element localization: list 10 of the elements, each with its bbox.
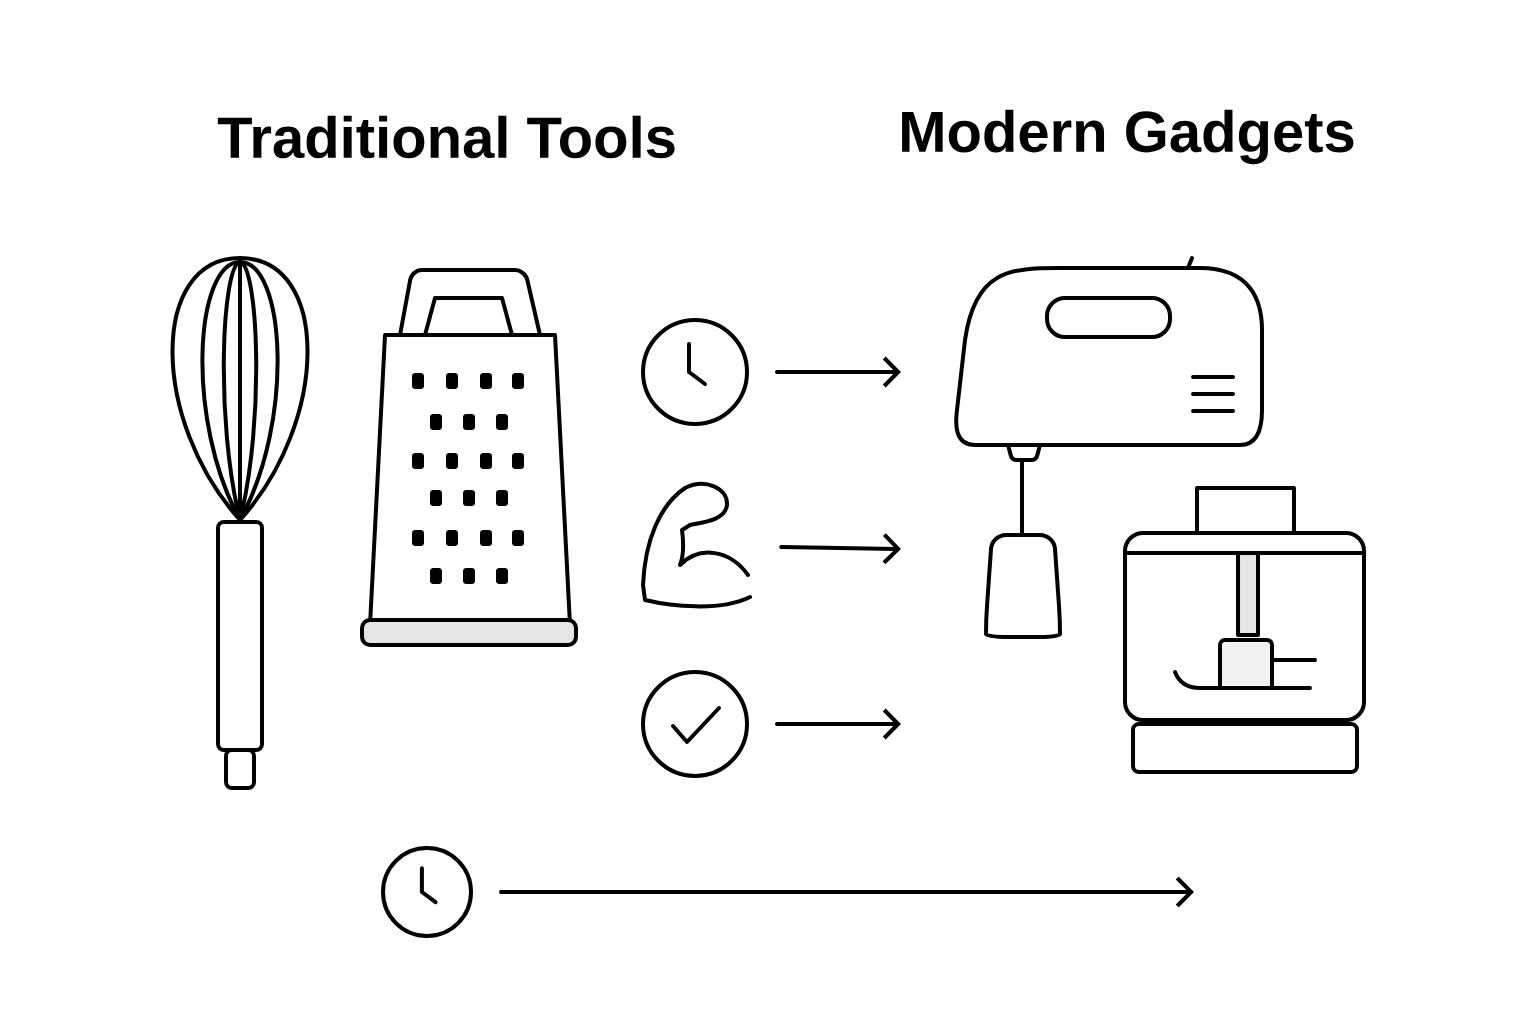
checkmark-icon	[641, 670, 749, 778]
heading: Modern Gadgets	[902, 109, 1354, 165]
muscle-icon	[641, 482, 752, 609]
arrow	[775, 708, 901, 740]
arrow	[499, 876, 1194, 908]
heading: Traditional Tools	[217, 115, 675, 159]
arrow	[779, 533, 901, 565]
arrow	[775, 356, 901, 388]
clock-icon	[381, 846, 473, 938]
clock-icon	[641, 318, 749, 426]
